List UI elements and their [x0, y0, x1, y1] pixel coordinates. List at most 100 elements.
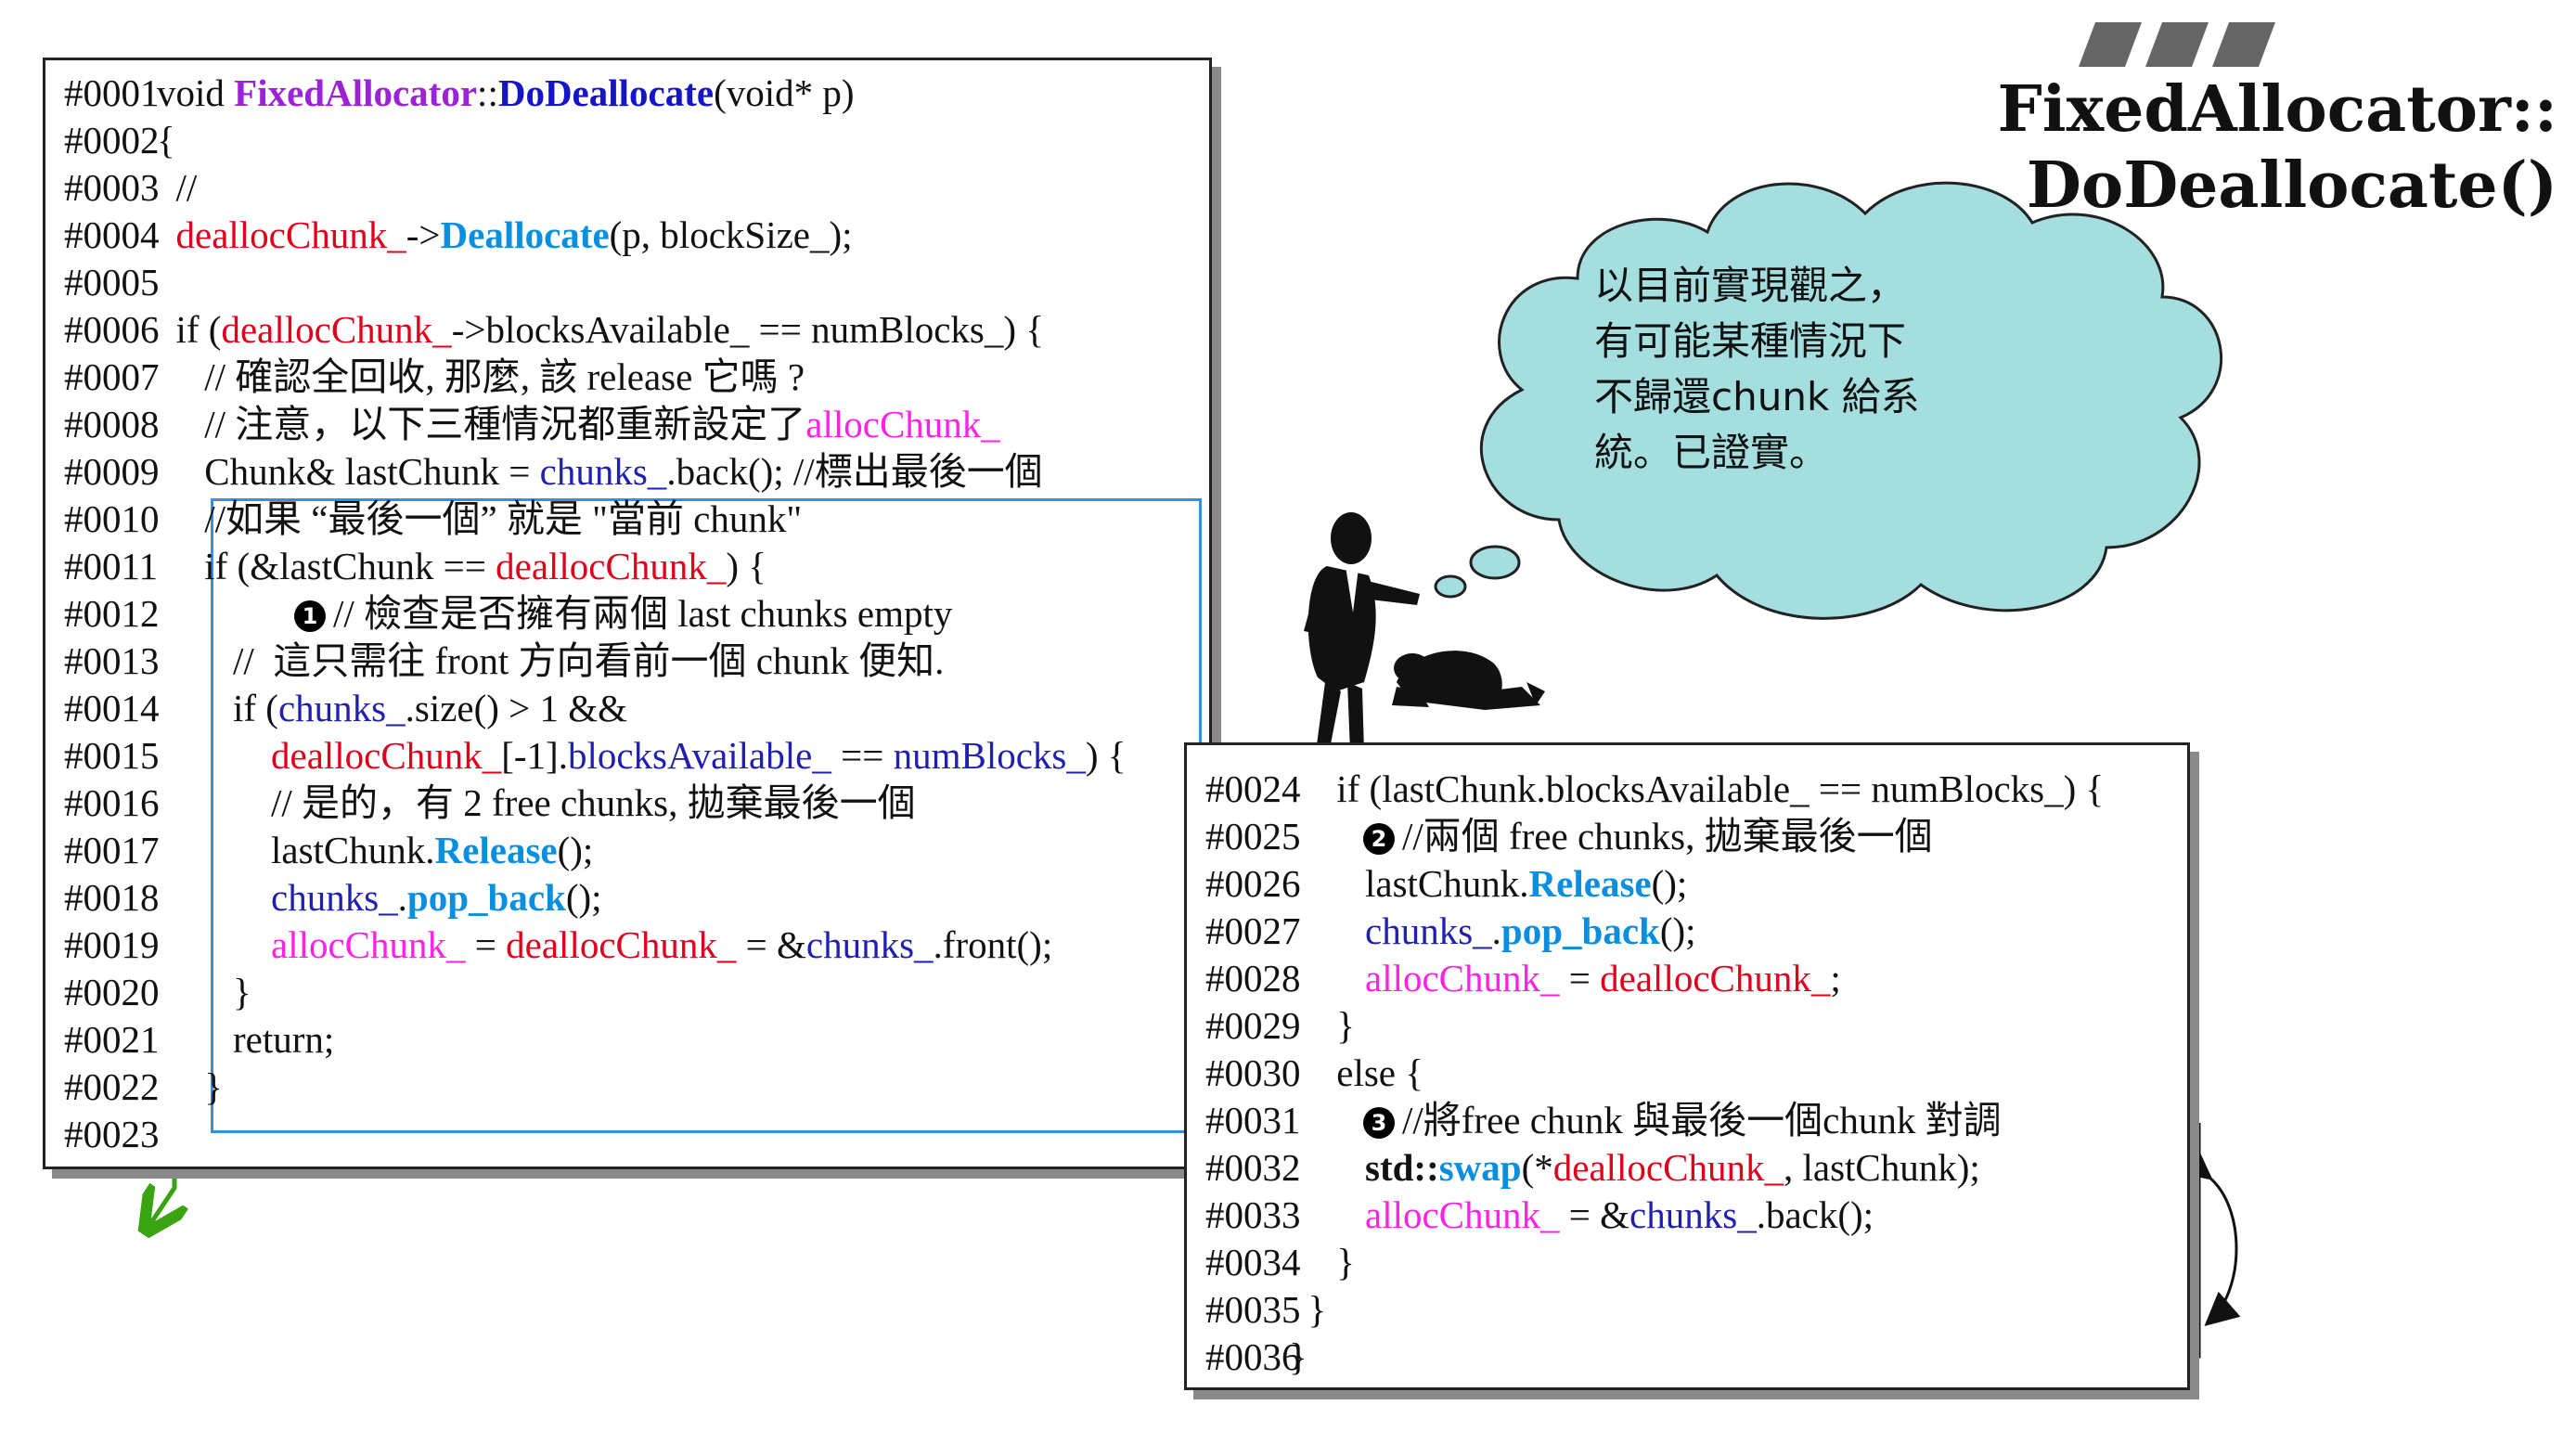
code-token: FixedAllocator — [234, 71, 478, 114]
code-text: deallocChunk_[-1].blocksAvailable_ == nu… — [157, 732, 1126, 780]
code-token: . — [397, 876, 407, 919]
line-number: #0008 — [64, 403, 160, 445]
code-token: chunks_ — [805, 923, 934, 966]
code-token: .front(); — [933, 923, 1053, 966]
step-number-badge: 1 — [294, 600, 326, 632]
code-text: 2//兩個 free chunks, 拋棄最後一個 — [1363, 813, 1933, 860]
code-text: deallocChunk_->Deallocate(p, blockSize_)… — [157, 212, 853, 259]
page-subtitle: DoDeallocate() — [2026, 148, 2557, 223]
code-token: pop_back — [406, 876, 566, 919]
kneeling-man-figure — [1392, 651, 1545, 710]
code-text: // 是的，有 2 free chunks, 拋棄最後一個 — [157, 780, 916, 827]
code-token: . — [1491, 909, 1501, 952]
code-token: void — [157, 71, 235, 114]
code-token: :: — [477, 71, 498, 114]
step-number-badge: 2 — [1363, 823, 1395, 855]
code-token: Release — [1528, 862, 1652, 905]
code-token: deallocChunk_ — [221, 308, 452, 351]
code-token: return; — [157, 1018, 335, 1061]
line-number: #0019 — [64, 923, 160, 966]
line-number: #0015 — [64, 734, 160, 777]
line-number: #0018 — [64, 876, 160, 919]
swap-curved-arrow — [2176, 1146, 2241, 1326]
code-token: .back(); — [1756, 1193, 1874, 1236]
code-token: deallocChunk_ — [1552, 1146, 1784, 1189]
code-token: deallocChunk_ — [496, 545, 727, 587]
code-text: chunks_.pop_back(); — [1289, 908, 1696, 955]
code-text: 1// 檢查是否擁有兩個 last chunks empty — [294, 590, 952, 638]
code-text: // — [157, 164, 198, 212]
code-token: { — [157, 119, 175, 161]
code-text: // 確認全回收, 那麼, 該 release 它嗎 ? — [157, 354, 805, 401]
line-number: #0035 — [1205, 1288, 1301, 1331]
code-text: // 這只需往 front 方向看前一個 chunk 便知. — [157, 638, 944, 685]
code-token: // 這只需往 front 方向看前一個 chunk 便知. — [157, 639, 945, 682]
code-token: DoDeallocate — [497, 71, 715, 114]
code-token: //將free chunk 與最後一個chunk 對調 — [1402, 1099, 2002, 1141]
code-token: allocChunk_ — [1365, 957, 1560, 999]
line-number: #0024 — [1205, 767, 1301, 810]
code-token: chunks_ — [539, 450, 667, 493]
code-token: if (&lastChunk == — [157, 545, 496, 587]
code-token: (void* p) — [714, 71, 855, 114]
code-token: deallocChunk_ — [1600, 957, 1831, 999]
code-token: = — [465, 923, 507, 966]
code-text: if (lastChunk.blocksAvailable_ == numBlo… — [1289, 766, 2104, 813]
line-number: #0017 — [64, 829, 160, 871]
code-token: , lastChunk); — [1783, 1146, 1980, 1189]
code-token: = & — [736, 923, 806, 966]
code-token: Deallocate — [440, 213, 610, 256]
code-token: lastChunk. — [1289, 862, 1529, 905]
code-token: } — [1289, 1004, 1355, 1047]
code-token: if (lastChunk.blocksAvailable_ == numBlo… — [1289, 767, 2105, 810]
code-token: chunks_ — [1629, 1193, 1757, 1236]
line-number: #0009 — [64, 450, 160, 493]
code-token: } — [157, 971, 251, 1013]
code-token: deallocChunk_ — [271, 734, 502, 777]
code-token: (); — [1659, 909, 1696, 952]
code-text: if (&lastChunk == deallocChunk_) { — [157, 543, 766, 590]
line-number: #0010 — [64, 497, 160, 540]
code-token: //兩個 free chunks, 拋棄最後一個 — [1402, 815, 1933, 857]
code-token: std:: — [1365, 1146, 1439, 1189]
code-token: Release — [434, 829, 558, 871]
thought-cloud — [1434, 181, 2223, 620]
code-text: lastChunk.Release(); — [157, 827, 593, 874]
line-number: #0030 — [1205, 1051, 1301, 1094]
cloud-line-2: 有可能某種情況下 — [1594, 318, 1907, 364]
line-number: #0026 — [1205, 862, 1301, 905]
code-token: .back(); //標出最後一個 — [666, 450, 1043, 493]
code-token — [157, 213, 176, 256]
line-number: #0023 — [64, 1113, 160, 1155]
code-text: } — [1289, 1334, 1307, 1381]
code-token: swap — [1438, 1146, 1522, 1189]
line-number: #0029 — [1205, 1004, 1301, 1047]
cloud-line-1: 以目前實現觀之， — [1594, 263, 1907, 308]
code-text: if (deallocChunk_->blocksAvailable_ == n… — [157, 306, 1044, 354]
code-token: //如果 “最後一個” 就是 "當前 chunk" — [157, 497, 803, 540]
code-text: Chunk& lastChunk = chunks_.back(); //標出最… — [157, 448, 1043, 496]
line-number: #0033 — [1205, 1193, 1301, 1236]
code-token: ->blocksAvailable_ == numBlocks_) { — [451, 308, 1044, 351]
line-number: #0034 — [1205, 1241, 1301, 1283]
line-number: #0007 — [64, 355, 160, 398]
code-text: allocChunk_ = &chunks_.back(); — [1289, 1192, 1874, 1239]
code-token — [157, 734, 271, 777]
code-token — [1289, 957, 1365, 999]
code-token: } — [1289, 1241, 1355, 1283]
line-number: #0032 — [1205, 1146, 1301, 1189]
line-number: #0003 — [64, 166, 160, 209]
pointing-man-figure — [1304, 512, 1420, 759]
code-token: ) { — [726, 545, 766, 587]
title-decoration — [2079, 22, 2275, 67]
line-number: #0036 — [1205, 1335, 1301, 1378]
code-text: } — [1289, 1002, 1355, 1050]
code-token: } — [1289, 1288, 1327, 1331]
code-text: } — [1289, 1286, 1327, 1334]
code-token: lastChunk. — [157, 829, 435, 871]
code-token: -> — [406, 213, 441, 256]
code-text: 3//將free chunk 與最後一個chunk 對調 — [1363, 1097, 2002, 1144]
page-title: FixedAllocator:: — [1997, 72, 2558, 147]
code-token: // — [157, 166, 198, 209]
